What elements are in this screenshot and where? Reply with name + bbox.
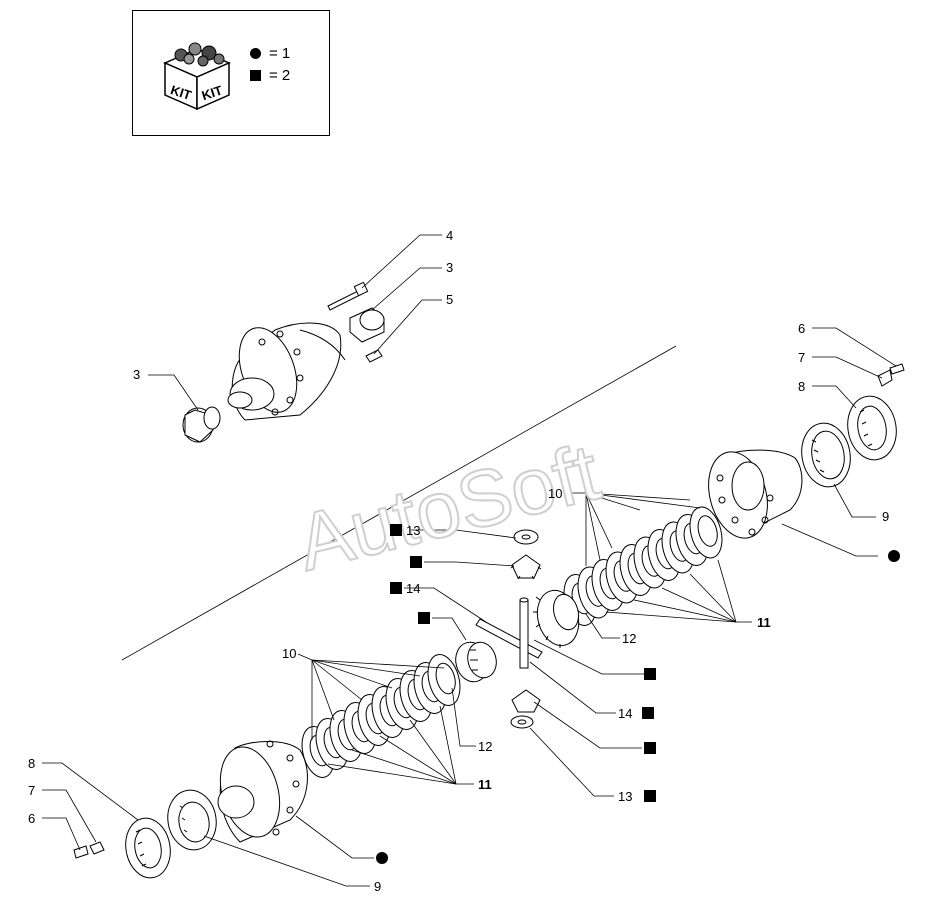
kit-square-marker-planet-lower <box>644 742 656 754</box>
bearing-9-right <box>801 422 851 488</box>
callout-7-right: 7 <box>798 350 805 365</box>
callout-12-lower: 12 <box>478 739 492 754</box>
legend-circle-text: = 1 <box>269 45 291 62</box>
axis-line <box>121 345 677 661</box>
friction-disc-bore <box>435 662 456 695</box>
planet-gear-lower <box>511 689 541 713</box>
callout-13-lower: 13 <box>618 789 632 804</box>
cross-shaft-14 <box>475 597 543 669</box>
callout-6-right: 6 <box>798 321 805 336</box>
callout-12-upper: 12 <box>622 631 636 646</box>
callout-5: 5 <box>446 292 453 307</box>
callout-8-lower: 8 <box>28 756 35 771</box>
callout-14-lower: 14 <box>618 706 632 721</box>
bushing-3-right <box>349 307 385 343</box>
kit-word-left: KIT <box>169 82 194 103</box>
square-symbol-icon <box>250 70 261 81</box>
differential-housing-right <box>708 449 803 539</box>
kit-legend: KIT KIT = 1 = 2 <box>132 10 330 136</box>
thrust-washer-13-upper <box>513 529 539 545</box>
friction-disc-stack-upper <box>563 506 723 626</box>
kit-box-icon: KIT KIT <box>163 42 231 111</box>
friction-disc-bore <box>697 515 718 547</box>
callout-labels: 4 3 5 3 6 7 8 9 10 11 12 13 14 10 12 11 … <box>28 228 889 894</box>
legend-row-square: = 2 <box>250 67 290 84</box>
kit-word-right: KIT <box>200 83 225 104</box>
screw-6-lower <box>73 845 89 859</box>
kit-symbols <box>376 524 900 864</box>
locking-plate-7-lower <box>89 841 105 855</box>
callout-10-upper: 10 <box>548 486 562 501</box>
kit-square-marker-14-upper <box>390 582 402 594</box>
side-gear-12-upper <box>533 589 580 648</box>
circle-symbol-icon <box>250 48 261 59</box>
callout-6-lower: 6 <box>28 811 35 826</box>
kit-square-marker-13-lower <box>644 790 656 802</box>
differential-housing-upper <box>227 322 346 421</box>
differential-housing-lower <box>217 740 308 843</box>
callout-3-top: 3 <box>446 260 453 275</box>
callout-14-upper: 14 <box>406 581 420 596</box>
callout-9-lower: 9 <box>374 879 381 894</box>
thrust-washer-13-lower <box>510 715 534 729</box>
callout-11-lower: 11 <box>478 777 492 792</box>
locking-plate-7-right <box>877 369 893 387</box>
ring-nut-8-lower <box>125 817 171 879</box>
pin-5 <box>365 349 383 363</box>
legend-square-text: = 2 <box>269 67 291 84</box>
kit-square-marker-14-right <box>644 668 656 680</box>
callout-3-left: 3 <box>133 367 140 382</box>
callout-11-upper: 11 <box>757 615 771 630</box>
bushing-3-left <box>182 406 221 443</box>
leader-lines <box>42 234 897 887</box>
callout-8-right: 8 <box>798 379 805 394</box>
kit-square-marker-planet-upper <box>410 556 422 568</box>
bearing-9-lower <box>167 789 217 851</box>
screw-6-right <box>889 363 905 375</box>
kit-circle-marker-lower <box>376 852 388 864</box>
callout-13-upper: 13 <box>406 523 420 538</box>
callout-9-right: 9 <box>882 509 889 524</box>
watermark-text: AutoSoft <box>289 427 608 588</box>
callout-10-lower: 10 <box>282 646 296 661</box>
bolt-4 <box>327 281 369 311</box>
ring-nut-8-right <box>847 395 897 461</box>
planet-gear-upper <box>510 554 542 580</box>
friction-disc-stack-lower <box>301 654 461 778</box>
side-gear-12-lower <box>455 641 497 683</box>
kit-square-marker-gear <box>418 612 430 624</box>
kit-square-marker-14-lower <box>642 707 654 719</box>
kit-circle-marker-right <box>888 550 900 562</box>
callout-7-lower: 7 <box>28 783 35 798</box>
legend-row-circle: = 1 <box>250 45 290 62</box>
kit-square-marker-13-upper <box>390 524 402 536</box>
callout-4: 4 <box>446 228 453 243</box>
